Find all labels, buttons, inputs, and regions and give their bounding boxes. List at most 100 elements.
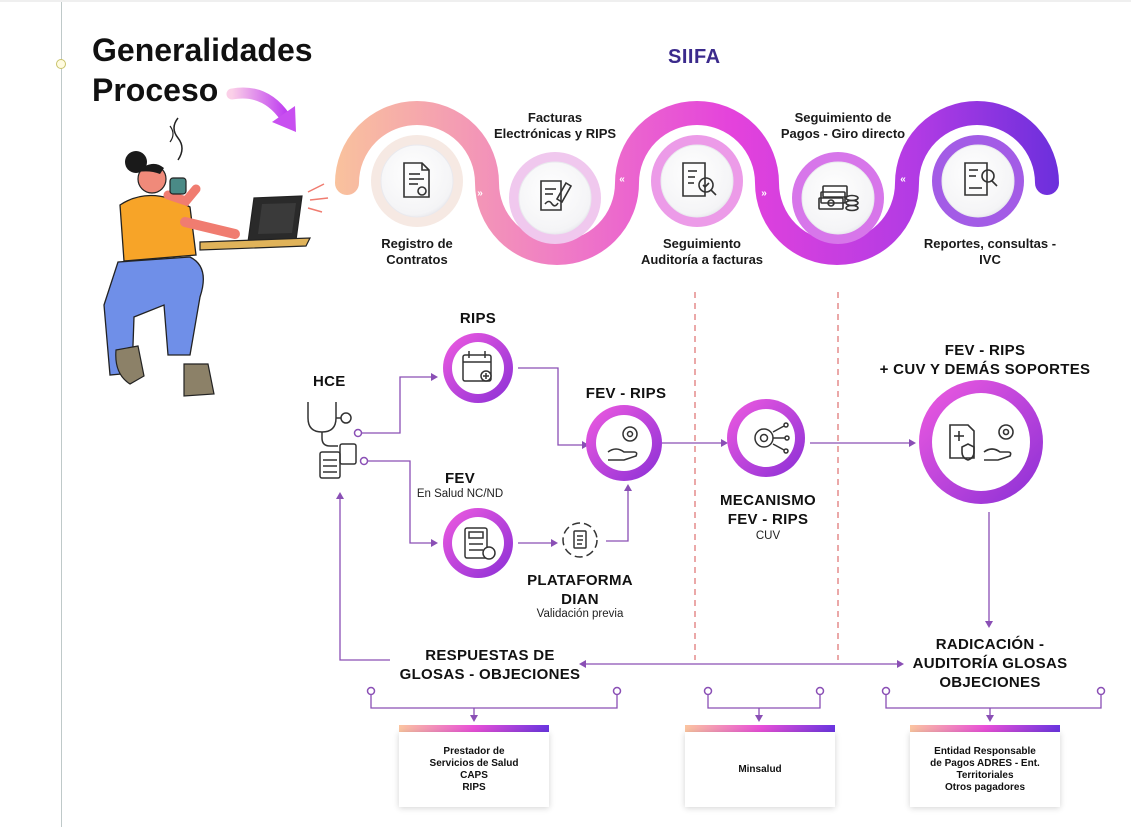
step-disc-2[interactable] [509,152,601,244]
dian-document-cycle-icon [562,522,598,558]
step-disc-5[interactable] [932,135,1024,227]
respuestas-label: RESPUESTAS DE GLOSAS - OBJECIONES [390,646,590,684]
actor-3-line2: de Pagos ADRES - Ent. [930,757,1040,769]
step-label-3: Seguimiento Auditoría a facturas [622,236,782,268]
mecanismo-label: MECANISMO FEV - RIPS [700,491,836,529]
calculator-icon [464,527,496,560]
step-label-2: Facturas Electrónicas y RIPS [480,110,630,142]
svg-text:«: « [900,174,906,185]
actor-1-line4: RIPS [462,781,486,793]
step-label-2-line2: Electrónicas y RIPS [493,126,617,141]
radicacion-label-line2: AUDITORÍA GLOSAS [912,655,1068,672]
step-label-5-line2: IVC [979,252,1001,267]
actor-3-line1: Entidad Responsable [934,745,1036,757]
mecanismo-disc[interactable] [727,399,805,477]
actor-card-gradient [910,725,1060,732]
wave-chevrons: » » « » » « [477,174,906,274]
sidebar-rule [61,0,62,827]
audit-checklist-icon [682,162,717,197]
mecanismo-label-line2: FEV - RIPS [727,511,809,528]
fev-sublabel: En Salud NC/ND [416,488,504,500]
step-label-4-line1: Seguimiento de [794,110,892,125]
fev-disc[interactable] [443,508,513,578]
sidebar-node[interactable] [56,59,66,69]
stethoscope-medicine-icon [307,402,357,479]
actor-bracket-ports [366,686,1106,696]
mecanismo-label-line1: MECANISMO [719,492,817,509]
actor-card-entidad[interactable]: Entidad Responsable de Pagos ADRES - Ent… [910,725,1060,807]
step-label-1-line2: Contratos [386,252,448,267]
actor-card-gradient [685,725,835,732]
fev-label: FEV [444,470,476,487]
actor-card-prestador[interactable]: Prestador de Servicios de Salud CAPS RIP… [399,725,549,807]
step-label-1: Registro de Contratos [357,236,477,268]
dian-label: PLATAFORMA DIAN [510,571,650,609]
soportes-label: FEV - RIPS + CUV Y DEMÁS SOPORTES [850,341,1120,379]
step-disc-3[interactable] [651,135,743,227]
dian-label-line1: PLATAFORMA [527,572,633,589]
rips-label: RIPS [459,310,497,327]
rips-disc[interactable] [443,333,513,403]
dian-label-line2: DIAN [561,591,599,608]
soportes-disc[interactable] [919,380,1043,504]
svg-text:»: » [761,188,767,199]
title-swoosh-arrow [226,87,291,123]
woman-laptop-illustration [103,117,329,397]
invoice-sign-icon [540,180,573,211]
actor-card-gradient [399,725,549,732]
gear-network-icon [754,422,790,454]
actor-1-line2: Servicios de Salud [429,757,519,769]
flow-connectors [339,367,990,665]
contract-icon [403,162,430,198]
top-rule [0,0,1131,2]
brand-siifa: SIIFA [668,46,721,68]
hce-label: HCE [313,373,346,390]
dian-sublabel: Validación previa [536,608,624,620]
actor-2-line1: Minsalud [738,763,782,775]
step-label-5-line1: Reportes, consultas - [923,236,1057,251]
actor-3-line4: Otros pagadores [944,781,1026,793]
fev-rips-disc[interactable] [586,405,662,481]
report-search-icon [964,162,998,196]
page-title-line1: Generalidades [92,32,313,68]
soportes-label-line2: + CUV Y DEMÁS SOPORTES [879,361,1091,378]
svg-text:»: » [833,263,839,274]
gear-hand-icon [607,426,638,461]
step-label-3-line1: Seguimiento [662,236,741,251]
step-label-4: Seguimiento de Pagos - Giro directo [763,110,923,142]
step-label-1-line1: Registro de [381,236,453,251]
actor-1-line1: Prestador de [443,745,505,757]
step-label-3-line2: Auditoría a facturas [640,252,764,267]
flow-arrowheads [336,373,993,668]
siifa-wave [335,101,1059,265]
title-swoosh-head [272,106,296,132]
step-label-5: Reportes, consultas - IVC [905,236,1075,268]
step-label-2-line1: Facturas [527,110,583,125]
radicacion-label-line3: OBJECIONES [939,674,1041,691]
page-title-line2: Proceso [92,72,219,108]
mecanismo-sublabel: CUV [755,530,781,542]
actor-1-line3: CAPS [460,769,488,781]
hce-port-top[interactable] [353,428,363,438]
fev-rips-label: FEV - RIPS [585,385,667,402]
respuestas-label-line1: RESPUESTAS DE [425,647,555,664]
calendar-icon [462,351,492,382]
step-disc-1[interactable] [371,135,463,227]
respuestas-label-line2: GLOSAS - OBJECIONES [399,666,581,683]
actor-card-minsalud[interactable]: Minsalud [685,725,835,807]
step-label-4-line2: Pagos - Giro directo [780,126,906,141]
hce-port-bottom[interactable] [359,456,369,466]
actor-3-line3: Territoriales [956,769,1014,781]
svg-text:»: » [477,188,483,199]
radicacion-label-line1: RADICACIÓN - [935,636,1045,653]
page-title: Generalidades Proceso [92,30,313,110]
actor-brackets [370,693,1102,716]
radicacion-label: RADICACIÓN - AUDITORÍA GLOSAS OBJECIONES [890,635,1090,692]
svg-text:«: « [619,174,625,185]
document-shield-gear-icon [949,424,1014,461]
actor-bracket-arrows [470,715,994,722]
soportes-label-line1: FEV - RIPS [944,342,1026,359]
svg-text:»: » [549,263,555,274]
money-icon [818,185,859,212]
